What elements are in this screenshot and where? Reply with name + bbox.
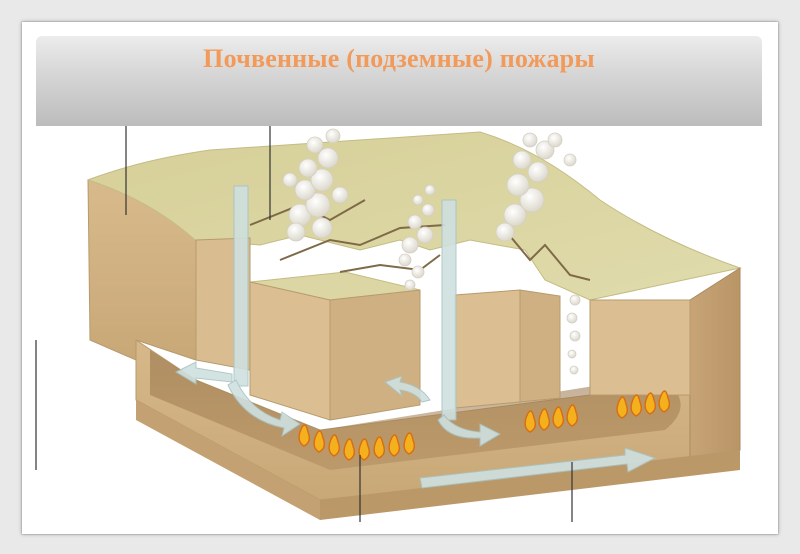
- soil-block-4: [589, 299, 691, 396]
- slide-title: Почвенные (подземные) пожары: [203, 44, 595, 73]
- soil-right-side: [689, 267, 741, 471]
- soil-bottom-face: [136, 400, 320, 520]
- surface-crack-2: [339, 229, 591, 281]
- title-band: [36, 36, 762, 126]
- smoke-puff: [495, 132, 581, 375]
- smoke-puff: [282, 128, 349, 242]
- pointer-line: [35, 126, 573, 522]
- soil-block-2-side: [329, 289, 421, 421]
- soil-block-3: [454, 289, 521, 409]
- soil-block-3-side: [519, 289, 561, 403]
- soil-block-2: [249, 281, 331, 421]
- flame-icon: [298, 390, 671, 461]
- air-flow-arrow: [174, 185, 657, 489]
- burning-cavity: [150, 350, 681, 470]
- smoke-puff: [398, 184, 436, 291]
